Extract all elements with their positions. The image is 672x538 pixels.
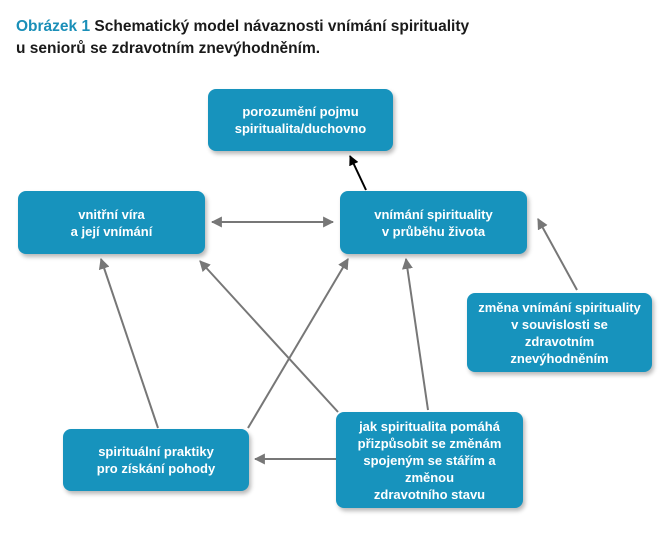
arrow-praktiky-to-vnimani	[247, 258, 349, 429]
node-zmena-vnimani: změna vnímání spirituality v souvislosti…	[467, 293, 652, 372]
node-label: změna vnímání spirituality v souvislosti…	[478, 299, 641, 366]
arrow-pomaha-to-vnitrni	[199, 260, 339, 413]
node-label: vnímání spirituality v průběhu života	[374, 206, 493, 239]
node-label: spirituální praktiky pro získání pohody	[96, 444, 216, 476]
node-label: vnitřní víra a její vnímání	[70, 206, 153, 239]
figure-caption: Obrázek 1 Schematický model návaznosti v…	[16, 16, 656, 60]
figure-title-line2: u seniorů se zdravotním znevýhodněním.	[16, 40, 321, 57]
node-porozumeni-pojmu: porozumění pojmu spiritualita/duchovno	[208, 89, 393, 151]
arrow-pomaha-to-vnimani	[401, 257, 429, 411]
figure-title: Schematický model návaznosti vnímání spi…	[94, 18, 470, 35]
node-jak-spiritualita-pomaha: jak spiritualita pomáhá přizpůsobit se z…	[336, 412, 523, 508]
node-spiritualni-praktiky: spirituální praktiky pro získání pohody	[63, 429, 249, 491]
figure-label: Obrázek 1	[16, 18, 91, 35]
arrow-vnimani-to-porozumeni	[349, 155, 367, 191]
arrow-zmena-to-vnimani	[537, 218, 578, 291]
node-vnitrni-vira: vnitřní víra a její vnímání	[18, 191, 205, 254]
node-label: porozumění pojmu spiritualita/duchovno	[234, 104, 367, 136]
node-label: jak spiritualita pomáhá přizpůsobit se z…	[357, 418, 502, 502]
arrow-praktiky-to-vnitrni	[98, 257, 159, 429]
node-vnimani-spirituality: vnímání spirituality v průběhu života	[340, 191, 527, 254]
